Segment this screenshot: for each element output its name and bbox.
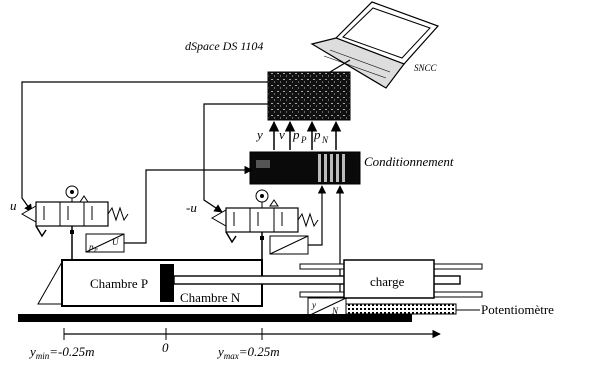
- valve-left-control-label: u: [10, 198, 17, 213]
- piston-rod: [173, 275, 461, 285]
- potentiometer-label: Potentiomètre: [481, 302, 554, 317]
- conditioner-box: [249, 151, 361, 185]
- potentiometer-track: [345, 303, 457, 315]
- zero-label: 0: [162, 340, 169, 355]
- signal-y-label: y: [255, 127, 263, 142]
- wire-pn: [308, 185, 327, 246]
- potentiometer-diagonal: [307, 297, 347, 317]
- sensor-left-p-sub: P: [93, 248, 98, 254]
- signal-pn-sub: N: [321, 135, 329, 145]
- dspace-board: [267, 71, 351, 121]
- ymax-label: ymax=0.25m: [216, 344, 280, 361]
- wire-u-left: [21, 81, 268, 213]
- valve-right: [210, 189, 319, 260]
- pot-y-label: y: [311, 300, 316, 310]
- sensor-right-diagonal: [269, 235, 309, 255]
- valve-left: [20, 185, 129, 260]
- chamber-n-label: Chambre N: [180, 290, 241, 305]
- signal-v-label: v: [279, 127, 285, 142]
- wire-pp: [124, 165, 253, 244]
- ymin-label: ymin=-0.25m: [28, 344, 95, 361]
- pot-n-label: N: [331, 306, 339, 316]
- conditioner-modules: [256, 154, 345, 182]
- laptop-link: [329, 59, 351, 73]
- signal-pp-sub: P: [300, 135, 307, 145]
- chamber-p-label: Chambre P: [90, 276, 148, 291]
- piston: [160, 264, 174, 302]
- computer-label: SNCC: [414, 63, 438, 73]
- signal-pn-label: p: [313, 127, 321, 142]
- conditioner-label: Conditionnement: [364, 154, 454, 169]
- cylinder-mount: [37, 260, 63, 305]
- base-rail: [18, 314, 412, 322]
- valve-right-control-label: -u: [186, 200, 197, 215]
- load-block: [343, 259, 435, 299]
- sensor-left-u: U: [112, 237, 119, 247]
- wire-u-right: [203, 103, 268, 213]
- signal-pp-label: p: [292, 127, 300, 142]
- sensor-left-diagonal: [85, 233, 125, 253]
- signal-arrows: [268, 120, 342, 150]
- load-label: charge: [370, 274, 405, 289]
- sensor-left-p: p: [88, 242, 94, 252]
- laptop-icon: [310, 1, 440, 89]
- controller-label: dSpace DS 1104: [185, 39, 263, 53]
